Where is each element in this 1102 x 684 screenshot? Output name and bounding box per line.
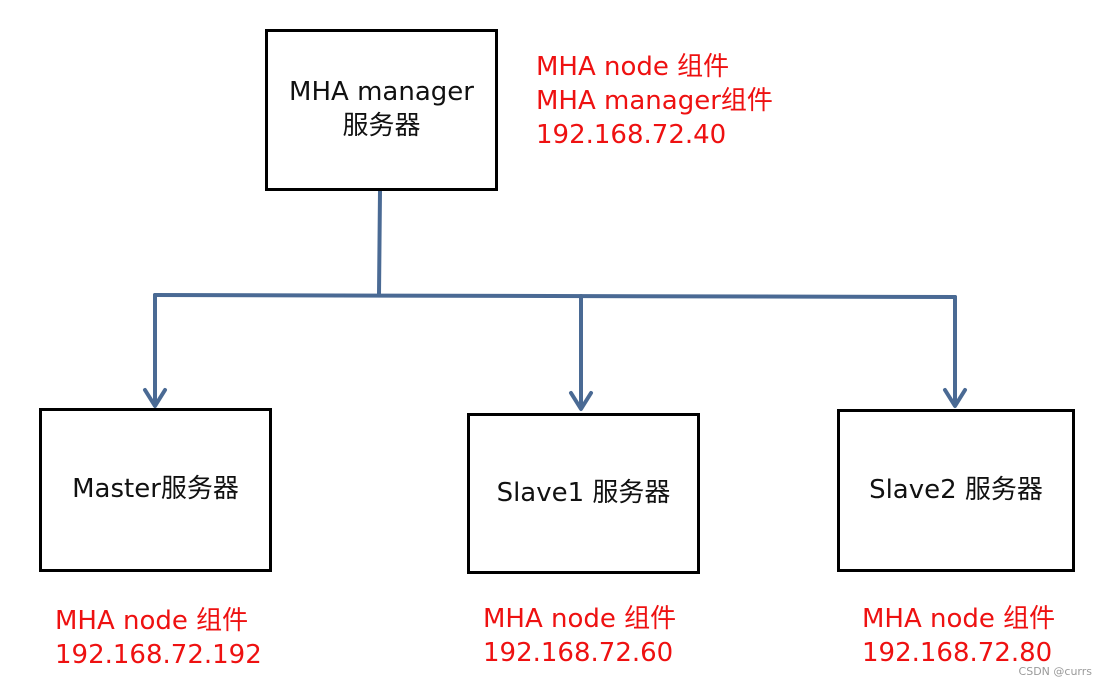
master-note-ip: 192.168.72.192 <box>55 640 262 670</box>
slave2-notes: MHA node 组件 192.168.72.80 <box>862 602 1055 670</box>
arrowhead-slave2-icon <box>943 388 967 408</box>
trunk-line <box>377 189 382 297</box>
bus-line <box>153 293 957 299</box>
slave2-note-node-component: MHA node 组件 <box>862 604 1056 634</box>
slave1-notes: MHA node 组件 192.168.72.60 <box>483 602 676 670</box>
slave1-server-box: Slave1 服务器 <box>467 413 700 574</box>
manager-note-manager-component: MHA manager组件 <box>536 86 773 116</box>
manager-note-node-component: MHA node 组件 <box>536 52 730 82</box>
manager-title-line1: MHA manager <box>289 77 474 108</box>
slave2-title: Slave2 服务器 <box>869 474 1043 505</box>
slave2-server-box: Slave2 服务器 <box>837 409 1075 572</box>
master-title: Master服务器 <box>72 474 239 505</box>
manager-notes: MHA node 组件 MHA manager组件 192.168.72.40 <box>536 50 773 152</box>
master-server-box: Master服务器 <box>39 408 272 572</box>
arrowhead-master-icon <box>143 388 167 408</box>
watermark-text: CSDN @currs <box>1018 665 1092 678</box>
slave1-title: Slave1 服务器 <box>496 477 671 508</box>
slave2-note-ip: 192.168.72.80 <box>862 638 1053 668</box>
slave1-note-node-component: MHA node 组件 <box>483 604 677 634</box>
master-note-node-component: MHA node 组件 <box>55 606 249 636</box>
mha-manager-server-box: MHA manager 服务器 <box>265 29 498 191</box>
master-notes: MHA node 组件 192.168.72.192 <box>55 604 262 672</box>
arrowhead-slave1-icon <box>569 391 593 411</box>
manager-note-ip: 192.168.72.40 <box>536 120 727 150</box>
manager-title-line2: 服务器 <box>342 111 421 141</box>
slave1-note-ip: 192.168.72.60 <box>483 638 674 668</box>
